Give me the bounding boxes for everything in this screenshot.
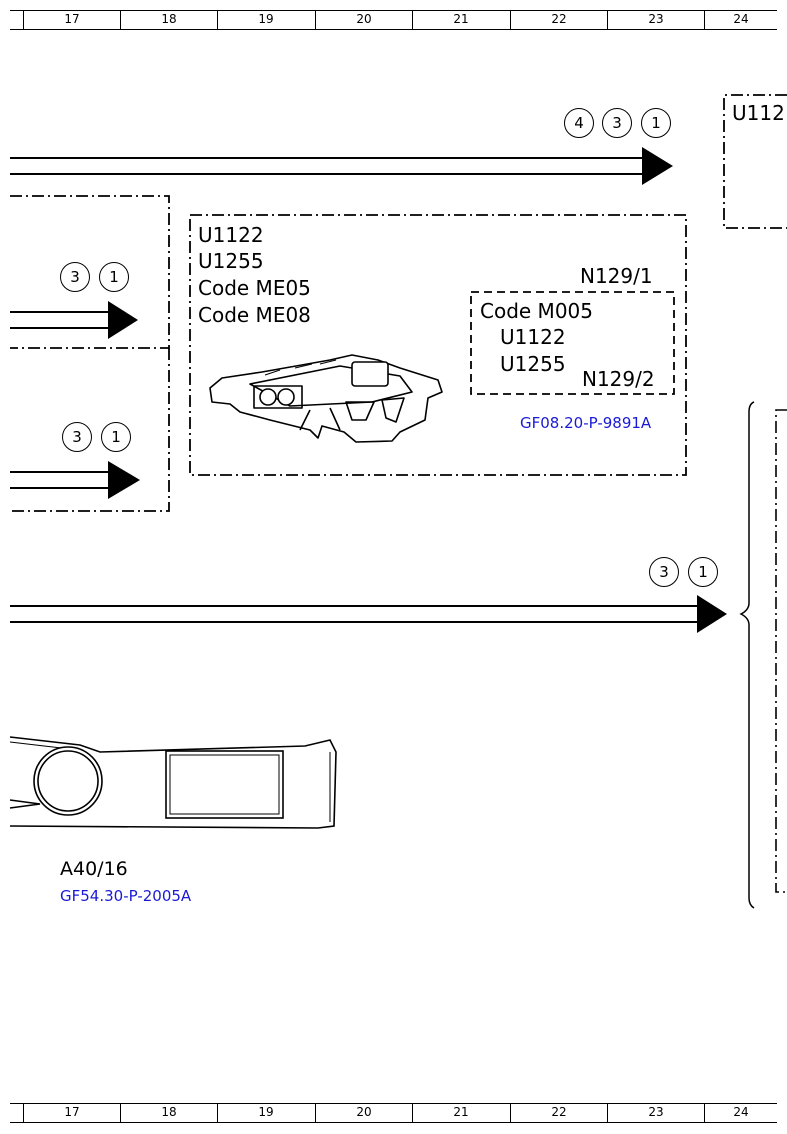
ruler-cell: 20: [315, 1104, 412, 1122]
reference-circle: 1: [99, 262, 129, 292]
variant-line: U1122: [500, 325, 566, 349]
arrow-top: [10, 147, 673, 185]
variant-line: U1255: [198, 249, 264, 273]
left-box-lower: [10, 348, 170, 512]
control-unit-drawing: [209, 354, 443, 443]
ruler-cell: 17: [23, 1104, 120, 1122]
ruler-cell: 21: [412, 1104, 509, 1122]
variant-line: Code ME05: [198, 276, 311, 300]
n129-2-box: [470, 291, 675, 395]
component-label: N129/2: [582, 367, 655, 391]
top-right-box-label: U112: [732, 101, 785, 125]
component-label: N129/1: [580, 264, 653, 288]
variant-line: Code ME08: [198, 303, 311, 327]
ruler-cell: 23: [607, 1104, 704, 1122]
reference-circle: 1: [688, 557, 718, 587]
n129-box: [189, 214, 687, 476]
reference-circle: 3: [602, 108, 632, 138]
ruler-cell: 19: [217, 11, 314, 29]
arrow-middle: [10, 595, 727, 633]
right-box: [775, 409, 787, 893]
reference-link[interactable]: GF08.20-P-9891A: [520, 414, 652, 432]
top-right-box: [723, 94, 787, 229]
ruler-cell: 23: [607, 11, 704, 29]
ruler-cell: 19: [217, 1104, 314, 1122]
code-line: Code M005: [480, 299, 593, 323]
ruler-cell: 24: [704, 11, 777, 29]
reference-circle: 3: [62, 422, 92, 452]
top-ruler: 17 18 19 20 21 22 23 24: [10, 10, 777, 30]
display-drawing: [9, 736, 337, 829]
ruler-cell: 22: [510, 11, 607, 29]
arrow-left-lower: [10, 461, 140, 499]
ruler-cell: 22: [510, 1104, 607, 1122]
arrow-left-upper: [10, 301, 138, 339]
ruler-cell: 18: [120, 11, 217, 29]
reference-circle: 4: [564, 108, 594, 138]
reference-circle: 1: [101, 422, 131, 452]
component-label: A40/16: [60, 858, 128, 880]
reference-circle: 3: [60, 262, 90, 292]
ruler-cell: 17: [23, 11, 120, 29]
reference-link[interactable]: GF54.30-P-2005A: [60, 887, 192, 905]
left-box-upper: [10, 195, 170, 349]
variant-line: U1255: [500, 352, 566, 376]
ruler-cell: 24: [704, 1104, 777, 1122]
bottom-ruler: 17 18 19 20 21 22 23 24: [10, 1103, 777, 1123]
reference-circle: 1: [641, 108, 671, 138]
ruler-cell: 18: [120, 1104, 217, 1122]
ruler-cell: 20: [315, 11, 412, 29]
ruler-cell: 21: [412, 11, 509, 29]
reference-circle: 3: [649, 557, 679, 587]
brace: [739, 401, 755, 909]
variant-line: U1122: [198, 223, 264, 247]
